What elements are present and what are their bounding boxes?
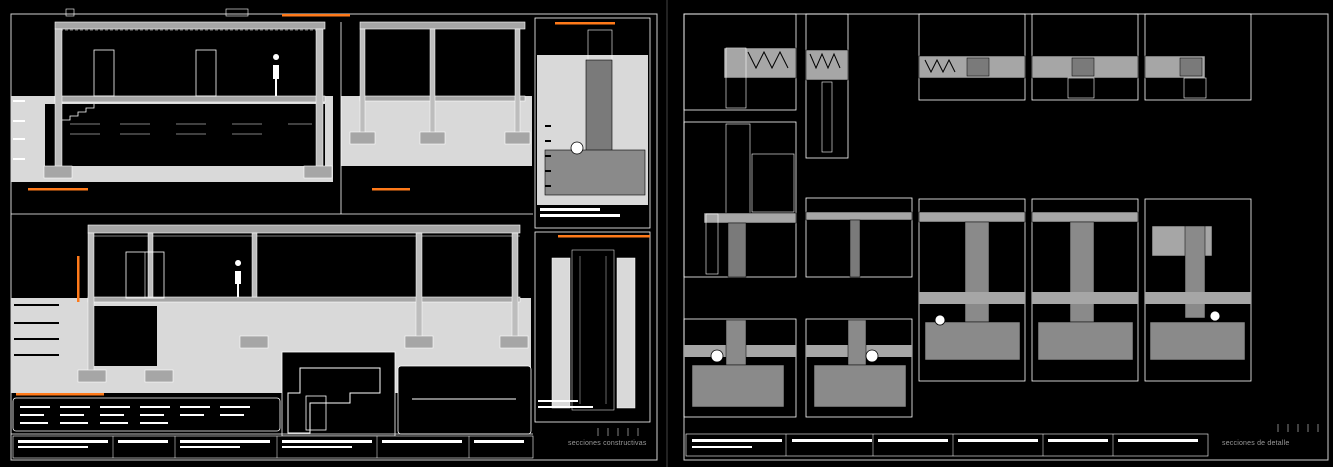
column: [511, 232, 519, 339]
title-text-blocks: [18, 440, 524, 448]
accent-bar: [28, 188, 88, 191]
human-figure: [273, 54, 280, 96]
footing-detail: [544, 149, 646, 196]
core: [571, 249, 615, 411]
column: [87, 232, 95, 374]
core-lines: [579, 256, 607, 404]
detail-frame: [534, 17, 651, 229]
left-sheet-title: secciones constructivas: [568, 440, 647, 447]
plan-room: [305, 395, 327, 431]
accent-bar: [77, 256, 80, 302]
column: [514, 28, 521, 135]
chimney: [65, 8, 75, 17]
floor-plan: [287, 367, 381, 434]
footing: [77, 369, 107, 383]
floor-slab: [54, 95, 326, 103]
scale-ticks: [597, 428, 639, 436]
footing: [419, 131, 446, 145]
detail-d4: [1031, 13, 1139, 101]
schedule-table: [12, 397, 281, 432]
accent-bar: [282, 14, 350, 17]
notes-block: [540, 208, 600, 211]
notes-block: [540, 214, 620, 217]
dim-lines: [70, 123, 312, 135]
scale-ticks: [1277, 424, 1319, 432]
detail-d12: [805, 318, 913, 418]
accent-bar: [555, 22, 615, 25]
foundation-dark: [92, 306, 157, 366]
foundation-dark: [45, 104, 325, 166]
ground-fill: [341, 96, 532, 166]
right-title-block: [685, 424, 1319, 457]
detail-d9: [1031, 198, 1139, 382]
footing: [499, 335, 529, 349]
section-a-main: [11, 8, 350, 191]
detail-lower-right: [534, 231, 651, 423]
stair: [62, 104, 95, 121]
wall-left: [54, 28, 63, 170]
footing: [404, 335, 434, 349]
detail-d5: [1144, 13, 1252, 101]
notes-block: [538, 400, 578, 402]
wall-outer: [616, 257, 636, 409]
footing-right: [303, 165, 333, 179]
detail-d1: [683, 13, 797, 111]
detail-d3: [918, 13, 1026, 101]
left-title-block: [11, 428, 639, 459]
notes-block: [538, 406, 593, 408]
detail-d2: [805, 13, 849, 159]
roof-slab: [359, 21, 526, 30]
footing: [239, 335, 269, 349]
footing: [504, 131, 531, 145]
detail-d11: [683, 318, 797, 418]
column: [147, 232, 154, 298]
footing: [349, 131, 376, 145]
door-1: [93, 49, 115, 97]
column: [429, 28, 436, 135]
column: [251, 232, 258, 298]
level-marks: [14, 304, 59, 356]
footing-left: [43, 165, 73, 179]
detail-d7: [805, 197, 913, 278]
chimney: [225, 8, 249, 17]
callout-labels: [545, 125, 551, 187]
footing: [144, 369, 174, 383]
accent-bar: [558, 235, 650, 238]
right-sheet: [683, 13, 1329, 461]
wall-right: [315, 28, 324, 170]
title-strip: [12, 435, 534, 459]
level-marks: [13, 100, 25, 160]
door-2: [195, 49, 217, 97]
legend-frame: [397, 365, 532, 435]
drain-pipe: [570, 141, 584, 155]
inset-frame: [281, 351, 396, 437]
title-dividers: [112, 436, 470, 458]
accent-bar: [16, 393, 104, 396]
left-sheet: [10, 8, 658, 461]
right-sheet-title: secciones de detalle: [1222, 440, 1290, 447]
plan-inset: [281, 351, 532, 437]
table-text-blocks: [20, 406, 250, 424]
column: [359, 28, 366, 135]
wall-outer: [551, 257, 571, 409]
detail-d10: [1144, 198, 1252, 382]
detail-d6: [683, 121, 797, 278]
detail-frame: [534, 231, 651, 423]
roof-slab: [87, 224, 521, 234]
floor-slab: [359, 95, 526, 102]
section-b-main: [340, 21, 532, 214]
column: [415, 232, 423, 339]
human-figure: [235, 260, 242, 297]
roof-slab: [54, 21, 326, 30]
detail-d8: [918, 198, 1026, 382]
detail-upper-right: [534, 17, 651, 229]
accent-bar: [372, 188, 410, 191]
